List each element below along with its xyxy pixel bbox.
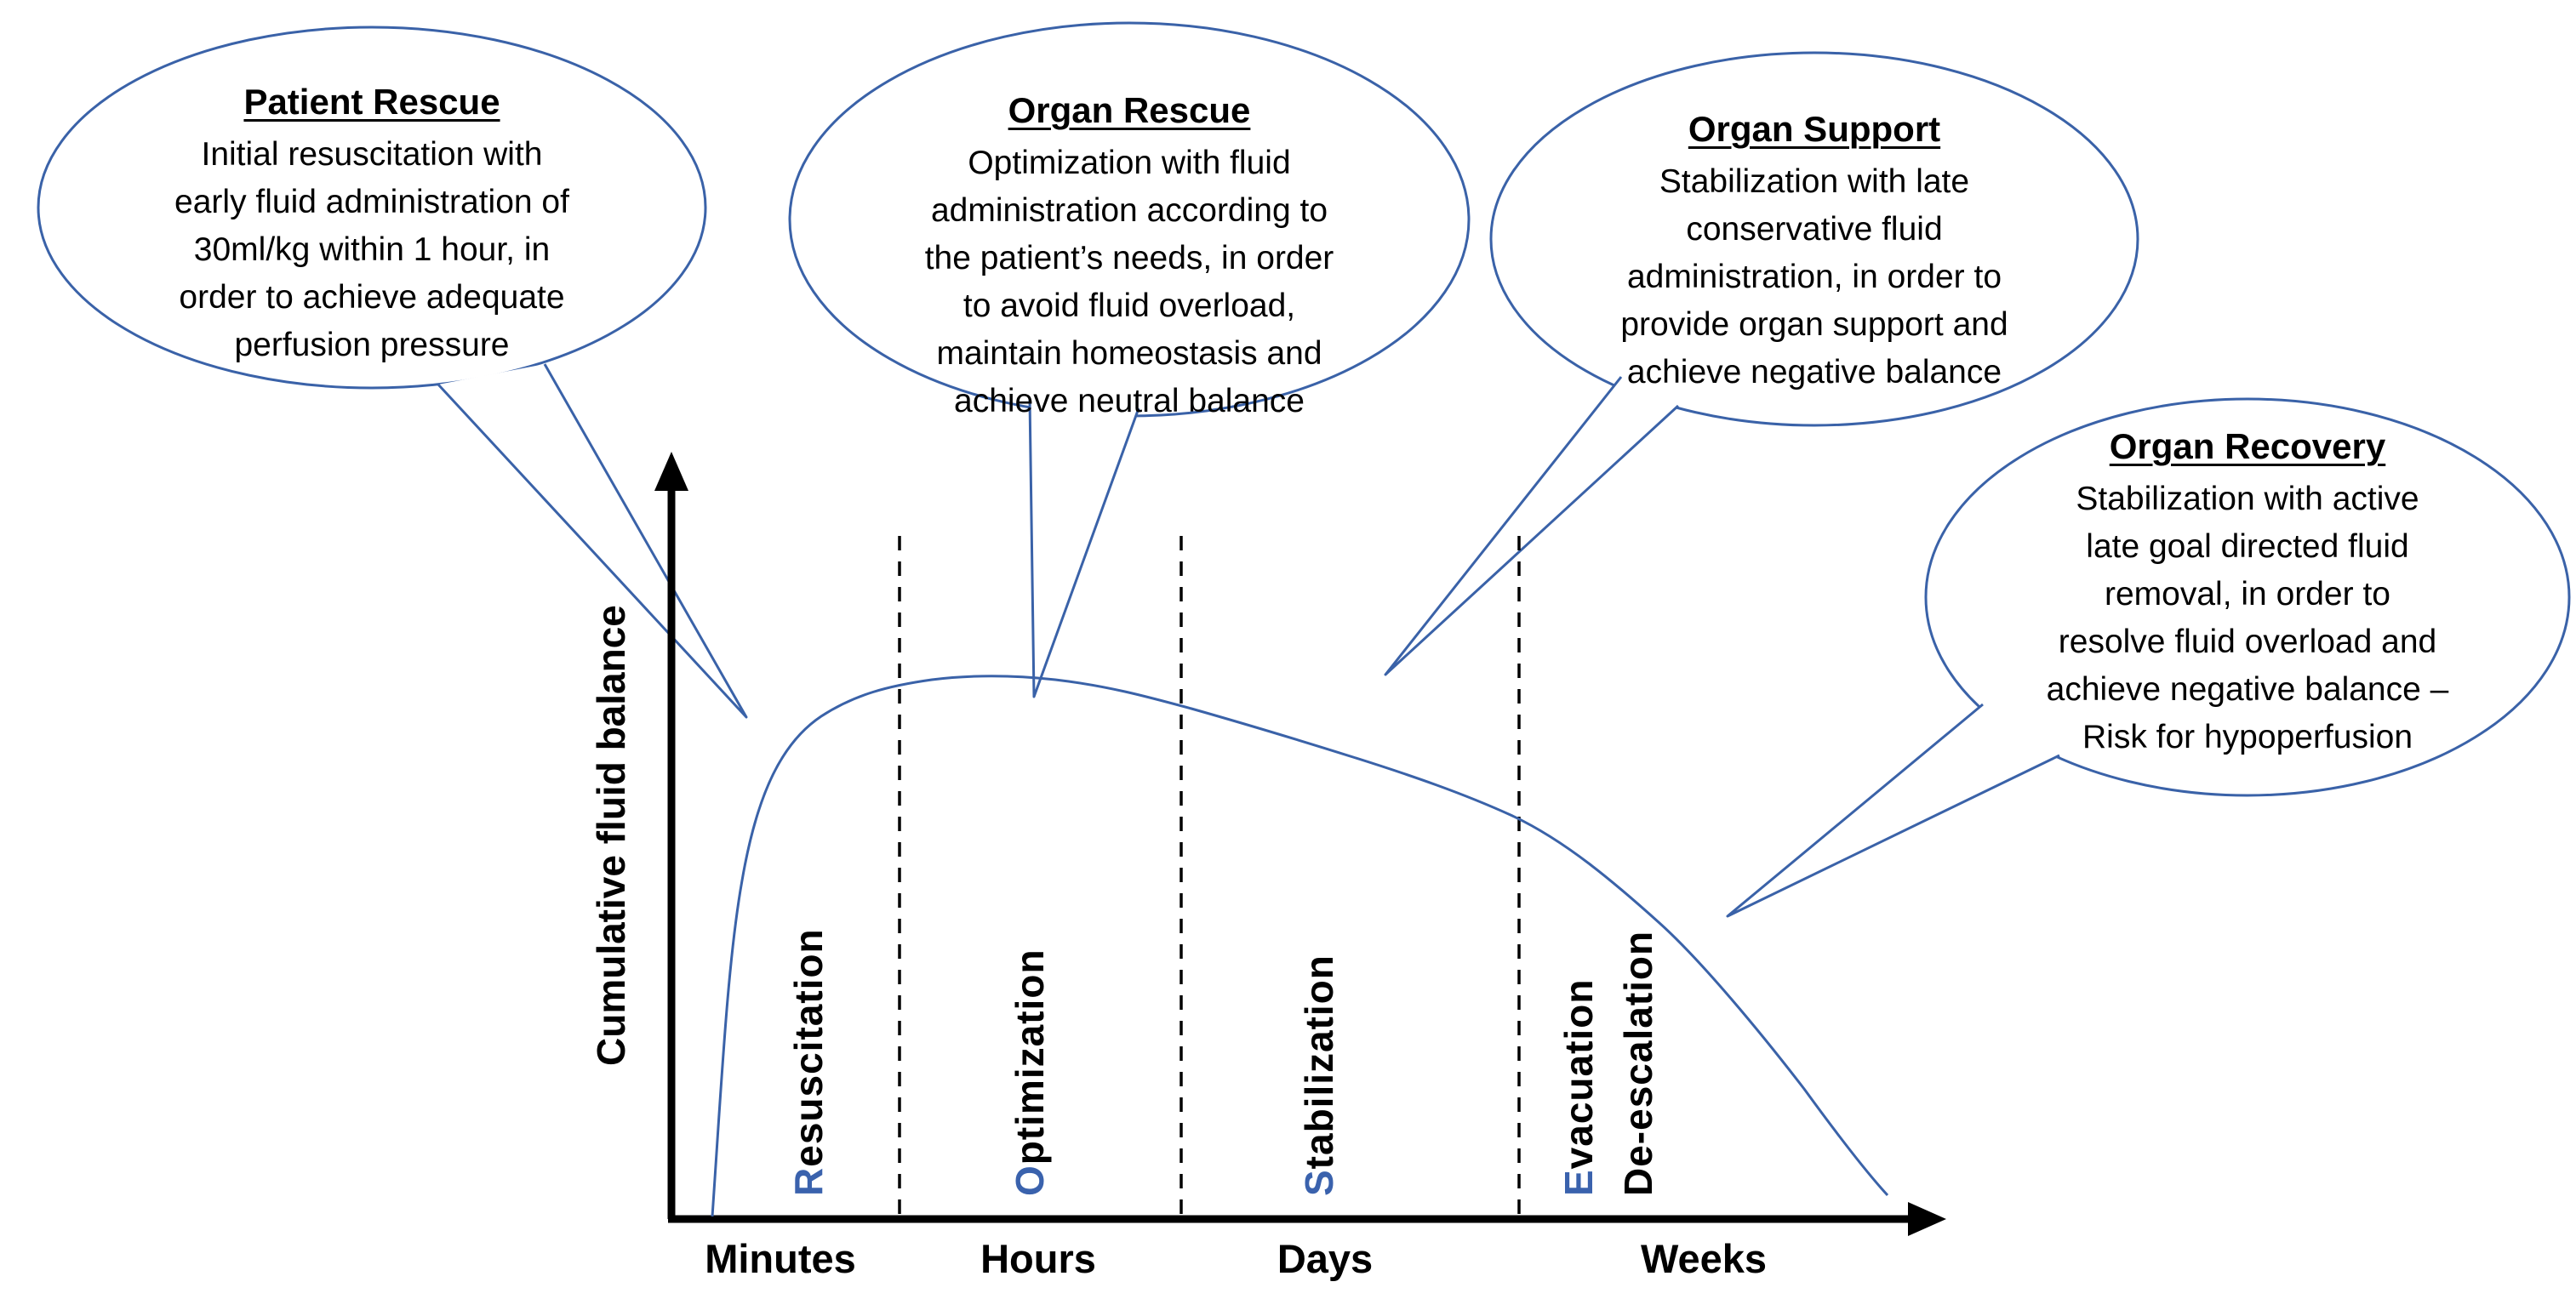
- patient-rescue-text: Patient Rescue Initial resuscitation wit…: [83, 78, 661, 369]
- phase-rest-resuscitation: esuscitation: [786, 928, 831, 1167]
- phase-rest-optimization: ptimization: [1008, 949, 1052, 1165]
- callout-organ-support-tail: [1384, 376, 1680, 676]
- phase-label-resuscitation: Resuscitation: [786, 928, 831, 1196]
- phase-label-stabilization: Stabilization: [1297, 954, 1341, 1196]
- x-label-minutes: Minutes: [705, 1236, 856, 1281]
- phase-label-optimization: Optimization: [1008, 949, 1052, 1196]
- x-label-days: Days: [1277, 1236, 1374, 1281]
- organ-recovery-title: Organ Recovery: [2109, 426, 2386, 466]
- callout-organ-rescue-tail: [1028, 397, 1140, 698]
- phase-separators: [898, 536, 1521, 1216]
- phase-initial-e: E: [1556, 1169, 1601, 1196]
- y-axis-label: Cumulative fluid balance: [589, 605, 633, 1066]
- phase-initial-o: O: [1008, 1165, 1052, 1196]
- callout-organ-recovery: [1726, 397, 2571, 918]
- organ-recovery-body: Stabilization with active late goal dire…: [2046, 481, 2449, 755]
- organ-recovery-text: Organ Recovery Stabilization with active…: [1950, 423, 2545, 761]
- organ-support-text: Organ Support Stabilization with late co…: [1534, 105, 2095, 396]
- callout-patient-rescue-ellipse: [37, 26, 707, 390]
- y-axis-arrowhead-icon: [654, 452, 688, 491]
- organ-rescue-title: Organ Rescue: [1008, 90, 1251, 130]
- phase-label-evacuation: Evacuation: [1556, 979, 1601, 1196]
- x-label-weeks: Weeks: [1640, 1236, 1768, 1281]
- phase-label-de-escalation: De-escalation: [1616, 930, 1660, 1196]
- organ-rescue-text: Organ Rescue Optimization with fluid adm…: [831, 87, 1427, 425]
- phase-rest-evacuation: vacuation: [1556, 978, 1601, 1170]
- phase-rest-stabilization: tabilization: [1297, 954, 1341, 1170]
- phase-initial-s: S: [1297, 1169, 1341, 1196]
- axes: [654, 452, 1946, 1236]
- organ-rescue-body: Optimization with fluid administration a…: [924, 145, 1334, 419]
- callout-organ-support: [1384, 51, 2139, 676]
- patient-rescue-body: Initial resuscitation with early fluid a…: [174, 136, 569, 363]
- organ-support-title: Organ Support: [1688, 109, 1941, 149]
- x-axis-arrowhead-icon: [1908, 1202, 1946, 1236]
- callout-organ-recovery-tail: [1726, 703, 2060, 918]
- fluid-balance-curve: [711, 675, 1889, 1217]
- organ-support-body: Stabilization with late conservative flu…: [1620, 163, 2008, 390]
- patient-rescue-title: Patient Rescue: [243, 82, 500, 122]
- x-label-hours: Hours: [980, 1236, 1096, 1281]
- callout-organ-recovery-ellipse: [1924, 397, 2571, 797]
- callout-organ-rescue: [788, 21, 1471, 698]
- phase-initial-r: R: [786, 1166, 831, 1196]
- callout-organ-support-ellipse: [1489, 51, 2139, 427]
